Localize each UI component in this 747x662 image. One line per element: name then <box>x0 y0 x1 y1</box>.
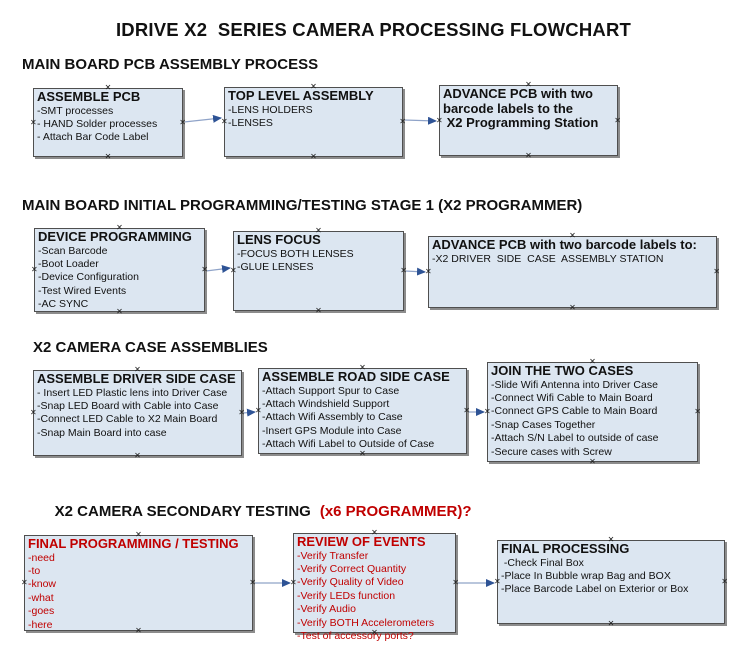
box-line: - Insert LED Plastic lens into Driver Ca… <box>37 386 228 399</box>
box-line: -know <box>28 578 57 591</box>
box-line: -Device Configuration <box>38 271 139 284</box>
box-line: -Verify Transfer <box>297 549 369 562</box>
box-line: -LENS HOLDERS <box>228 103 313 116</box>
box-line: -Verify BOTH Accelerometers <box>297 616 435 629</box>
flow-box-review-of-events: REVIEW OF EVENTS -Verify Transfer -Verif… <box>290 529 459 642</box>
box-line: -need <box>28 551 55 564</box>
box-line: -Check Final Box <box>501 556 584 569</box>
box-line: -Slide Wifi Antenna into Driver Case <box>491 378 658 391</box>
box-line: -Verify Correct Quantity <box>297 562 407 575</box>
box-line: -Snap Main Board into case <box>37 426 167 439</box>
box-line: -Secure cases with Screw <box>491 445 612 458</box>
box-line: -Scan Barcode <box>38 244 108 257</box>
box-title: ASSEMBLE PCB <box>37 89 141 104</box>
box-line: -GLUE LENSES <box>237 260 314 273</box>
box-line: -LENSES <box>228 116 273 129</box>
box-line: -Attach Wifi Assembly to Case <box>262 411 403 424</box>
flow-box-assemble-road-side-case: ASSEMBLE ROAD SIDE CASE -Attach Support … <box>255 364 470 458</box>
section-heading-case-assemblies: X2 CAMERA CASE ASSEMBLIES <box>33 339 268 356</box>
box-line: - HAND Solder processes <box>37 117 158 130</box>
box-line: -goes <box>28 605 55 618</box>
box-line: -X2 DRIVER SIDE CASE ASSEMBLY STATION <box>432 252 664 265</box>
flow-box-join-two-cases: JOIN THE TWO CASES -Slide Wifi Antenna i… <box>484 358 701 466</box>
section-heading-suffix: (x6 PROGRAMMER)? <box>319 503 472 520</box>
box-line: -Test of accessory ports? <box>297 629 414 642</box>
box-line: -Verify Audio <box>297 603 356 616</box>
flow-box-advance-pcb-programming-station: ADVANCE PCB with two barcode labels to t… <box>436 81 621 160</box>
box-title: DEVICE PROGRAMMING <box>38 229 192 244</box>
flow-arrow <box>205 265 231 273</box>
page-title: IDRIVE X2 SERIES CAMERA PROCESSING FLOWC… <box>115 19 632 40</box>
box-title: REVIEW OF EVENTS <box>297 534 426 549</box>
flow-arrow <box>404 267 426 276</box>
box-line: -Attach Support Spur to Case <box>262 384 400 397</box>
section-heading-secondary-testing: X2 CAMERA SECONDARY TESTING (x6 PROGRAMME… <box>38 486 472 537</box>
box-line: -AC SYNC <box>38 298 89 311</box>
box-line: -Place Barcode Label on Exterior or Box <box>501 583 689 596</box>
box-line: -Verify Quality of Video <box>297 576 404 589</box>
flow-arrow <box>183 114 222 123</box>
box-line: -Connect LED Cable to X2 Main Board <box>37 413 218 426</box>
box-title: FINAL PROCESSING <box>501 541 630 556</box>
flow-box-assemble-pcb: ASSEMBLE PCB -SMT processes - HAND Solde… <box>30 84 186 161</box>
box-title: ASSEMBLE DRIVER SIDE CASE <box>37 371 236 386</box>
flow-box-device-programming: DEVICE PROGRAMMING -Scan Barcode -Boot L… <box>31 224 208 316</box>
box-line: -Attach Windshield Support <box>262 397 390 410</box>
section-heading-initial-programming: MAIN BOARD INITIAL PROGRAMMING/TESTING S… <box>22 197 583 214</box>
flow-box-lens-focus: LENS FOCUS -FOCUS BOTH LENSES -GLUE LENS… <box>230 227 407 315</box>
box-line: -to <box>28 564 41 577</box>
box-line: -SMT processes <box>37 104 114 117</box>
flow-arrow <box>403 116 437 125</box>
box-line: -Connect GPS Cable to Main Board <box>491 405 658 418</box>
box-title: TOP LEVEL ASSEMBLY <box>228 88 374 103</box>
box-line: -Verify LEDs function <box>297 589 396 602</box>
flow-box-top-level-assembly: TOP LEVEL ASSEMBLY -LENS HOLDERS -LENSES… <box>221 83 406 161</box>
flow-box-final-processing: FINAL PROCESSING -Check Final Box -Place… <box>494 536 728 628</box>
box-line: - Attach Bar Code Label <box>37 131 149 144</box>
box-line: -Snap LED Board with Cable into Case <box>37 399 219 412</box>
box-title: JOIN THE TWO CASES <box>491 363 634 378</box>
box-title: FINAL PROGRAMMING / TESTING <box>28 536 239 551</box>
section-heading-text: X2 CAMERA SECONDARY TESTING <box>54 503 311 520</box>
flow-box-advance-pcb-driver-side: ADVANCE PCB with two barcode labels to: … <box>425 232 720 312</box>
box-line: -Test Wired Events <box>38 284 127 297</box>
section-heading-pcb-assembly: MAIN BOARD PCB ASSEMBLY PROCESS <box>22 56 319 73</box>
flow-arrow <box>242 408 256 417</box>
box-title: LENS FOCUS <box>237 232 321 247</box>
box-line: -Boot Loader <box>38 257 99 270</box>
box-line: -Attach Wifi Label to Outside of Case <box>262 438 435 451</box>
box-line: -Snap Cases Together <box>491 418 596 431</box>
box-line: -Place In Bubble wrap Bag and BOX <box>501 569 671 582</box>
box-line: -FOCUS BOTH LENSES <box>237 247 354 260</box>
box-line: -Insert GPS Module into Case <box>262 424 402 437</box>
box-line: -here <box>28 618 53 631</box>
box-line: -Attach S/N Label to outside of case <box>491 432 659 445</box>
box-line: -what <box>28 591 54 604</box>
box-line: -Connect Wifi Cable to Main Board <box>491 391 653 404</box>
box-title: ADVANCE PCB with two barcode labels to: <box>432 237 697 252</box>
flow-box-assemble-driver-side-case: ASSEMBLE DRIVER SIDE CASE - Insert LED P… <box>30 366 245 460</box>
box-title: ADVANCE PCB with two barcode labels to t… <box>443 86 599 131</box>
flow-box-final-programming-testing: FINAL PROGRAMMING / TESTING -need -to -k… <box>21 531 256 635</box>
box-title: ASSEMBLE ROAD SIDE CASE <box>262 369 450 384</box>
